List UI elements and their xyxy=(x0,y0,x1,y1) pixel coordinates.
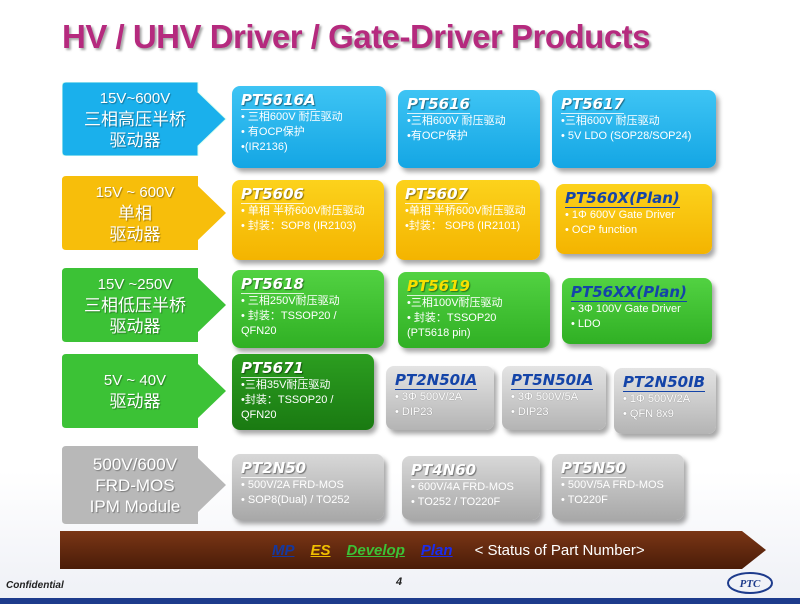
product-card-pt2n50ia[interactable]: PT2N50IA • 3Φ 500V/2A • DIP23 xyxy=(386,366,494,430)
product-name: PT5616 xyxy=(407,95,470,114)
product-card-pt5671[interactable]: PT5671 •三相35V耐压驱动 •封装：TSSOP20 / QFN20 xyxy=(232,354,374,430)
product-name: PT5607 xyxy=(405,185,468,204)
product-feature: • 三相250V耐压驱动 xyxy=(241,295,340,307)
product-card-pt5616a[interactable]: PT5616A • 三相600V 耐压驱动 • 有OCP保护 •(IR2136) xyxy=(232,86,386,168)
product-card-pt56xx-plan[interactable]: PT56XX(Plan) • 3Φ 100V Gate Driver • LDO xyxy=(562,278,712,344)
product-feature: • 3Φ 500V/5A xyxy=(511,391,579,403)
footer-line xyxy=(0,598,800,604)
product-feature: • 封装：TSSOP20 (PT5618 pin) xyxy=(407,312,497,339)
product-card-pt5619[interactable]: PT5619 •三相100V耐压驱动 • 封装：TSSOP20 (PT5618 … xyxy=(398,272,550,348)
product-feature: • 3Φ 500V/2A xyxy=(395,391,463,403)
product-feature: • DIP23 xyxy=(395,406,433,418)
product-name: PT5606 xyxy=(241,185,304,204)
legend-plan: Plan xyxy=(420,541,453,559)
product-card-pt4n60[interactable]: PT4N60 • 600V/4A FRD-MOS • TO252 / TO220… xyxy=(402,456,540,520)
product-feature: • 600V/4A FRD-MOS xyxy=(411,481,514,493)
category-type: 三相高压半桥 xyxy=(84,109,186,129)
product-card-pt560x-plan[interactable]: PT560X(Plan) • 1Φ 600V Gate Driver • OCP… xyxy=(556,184,712,254)
ptc-logo: PTC xyxy=(726,572,774,594)
product-feature: • DIP23 xyxy=(511,406,549,418)
category-arrow-3phase-hv: 15V~600V 三相高压半桥驱动器 xyxy=(62,82,228,156)
product-feature: • 3Φ 100V Gate Driver xyxy=(571,303,681,315)
product-name: PT2N50IA xyxy=(395,371,478,390)
category-voltage: 15V ~250V xyxy=(97,275,173,293)
product-card-pt5618[interactable]: PT5618 • 三相250V耐压驱动 • 封装：TSSOP20 / QFN20 xyxy=(232,270,384,348)
legend-es: ES xyxy=(310,541,331,559)
product-feature: • 500V/5A FRD-MOS xyxy=(561,479,664,491)
category-voltage: 5V ~ 40V xyxy=(103,372,167,389)
status-legend-bar: MP ES Develop Plan < Status of Part Numb… xyxy=(60,531,768,569)
category-driver: 驱动器 xyxy=(109,316,161,336)
product-card-pt5n50[interactable]: PT5N50 • 500V/5A FRD-MOS • TO220F xyxy=(552,454,684,520)
product-name: PT5616A xyxy=(241,91,316,110)
product-feature: • TO252 / TO220F xyxy=(411,496,501,508)
category-driver: 驱动器 xyxy=(109,130,161,150)
product-feature: • 有OCP保护 xyxy=(241,126,305,138)
product-name: PT5N50 xyxy=(561,459,627,478)
product-feature: • LDO xyxy=(571,318,601,330)
product-feature: •封装：TSSOP20 / QFN20 xyxy=(241,394,334,421)
product-feature: •有OCP保护 xyxy=(407,130,468,142)
page-number: 4 xyxy=(396,576,403,588)
category-type: FRD-MOS xyxy=(95,475,175,495)
product-feature: •三相100V耐压驱动 xyxy=(407,297,503,309)
product-feature: • TO220F xyxy=(561,494,608,506)
product-name: PT5619 xyxy=(407,277,470,296)
product-feature: •封装： SOP8 (IR2101) xyxy=(405,220,521,232)
product-card-pt5607[interactable]: PT5607 •单相 半桥600V耐压驱动 •封装： SOP8 (IR2101) xyxy=(396,180,540,260)
legend-develop: Develop xyxy=(346,541,405,559)
product-feature: • 三相600V 耐压驱动 xyxy=(241,111,343,123)
legend-mp: MP xyxy=(272,541,295,559)
svg-text:PTC: PTC xyxy=(740,578,761,590)
product-feature: • 封装：SOP8 (IR2103) xyxy=(241,220,357,232)
product-feature: •三相600V 耐压驱动 xyxy=(407,115,506,127)
product-card-pt5n50ia[interactable]: PT5N50IA • 3Φ 500V/5A • DIP23 xyxy=(502,366,606,430)
legend-status-caption: < Status of Part Number> xyxy=(474,541,645,559)
product-name: PT5N50IA xyxy=(511,371,594,390)
product-feature: •单相 半桥600V耐压驱动 xyxy=(405,205,526,217)
product-card-pt5606[interactable]: PT5606 • 单相 半桥600V耐压驱动 • 封装：SOP8 (IR2103… xyxy=(232,180,384,260)
product-feature: • 5V LDO (SOP28/SOP24) xyxy=(561,130,692,142)
page-title: HV / UHV Driver / Gate-Driver Products xyxy=(62,18,651,55)
category-type: 驱动器 xyxy=(109,392,161,411)
product-feature: • 封装：TSSOP20 / QFN20 xyxy=(241,310,337,337)
category-arrow-3phase-lv: 15V ~250V 三相低压半桥驱动器 xyxy=(62,268,228,342)
category-arrow-single-phase: 15V ~ 600V 单相驱动器 xyxy=(62,176,228,250)
product-feature: • 500V/2A FRD-MOS xyxy=(241,479,344,491)
product-name: PT2N50IB xyxy=(623,373,706,392)
product-name: PT56XX(Plan) xyxy=(571,283,687,302)
product-feature: •(IR2136) xyxy=(241,141,288,153)
product-name: PT4N60 xyxy=(411,461,477,480)
category-driver: 驱动器 xyxy=(109,224,161,244)
category-voltage: 15V~600V xyxy=(99,89,171,107)
product-name: PT560X(Plan) xyxy=(565,189,680,208)
product-card-pt5617[interactable]: PT5617 •三相600V 耐压驱动 • 5V LDO (SOP28/SOP2… xyxy=(552,90,716,168)
product-card-pt2n50[interactable]: PT2N50 • 500V/2A FRD-MOS • SOP8(Dual) / … xyxy=(232,454,384,520)
confidential-label: Confidential xyxy=(6,580,64,591)
product-feature: • 单相 半桥600V耐压驱动 xyxy=(241,205,365,217)
category-arrow-low-voltage: 5V ~ 40V 驱动器 xyxy=(62,354,228,428)
category-driver: IPM Module xyxy=(89,496,181,516)
category-voltage: 15V ~ 600V xyxy=(95,183,175,201)
category-voltage: 500V/600V xyxy=(92,454,178,474)
product-feature: • OCP function xyxy=(565,224,638,236)
product-card-pt5616[interactable]: PT5616 •三相600V 耐压驱动 •有OCP保护 xyxy=(398,90,540,168)
product-card-pt2n50ib[interactable]: PT2N50IB • 1Φ 500V/2A • QFN 8x9 xyxy=(614,368,716,434)
product-name: PT5617 xyxy=(561,95,624,114)
category-type: 单相 xyxy=(118,203,152,223)
product-name: PT5671 xyxy=(241,359,304,378)
product-feature: • QFN 8x9 xyxy=(623,408,674,420)
category-type: 三相低压半桥 xyxy=(84,295,186,315)
product-feature: •三相35V耐压驱动 xyxy=(241,379,331,391)
product-feature: • SOP8(Dual) / TO252 xyxy=(241,494,350,506)
product-name: PT5618 xyxy=(241,275,304,294)
product-feature: • 1Φ 500V/2A xyxy=(623,393,691,405)
product-feature: •三相600V 耐压驱动 xyxy=(561,115,660,127)
product-name: PT2N50 xyxy=(241,459,307,478)
product-feature: • 1Φ 600V Gate Driver xyxy=(565,209,675,221)
